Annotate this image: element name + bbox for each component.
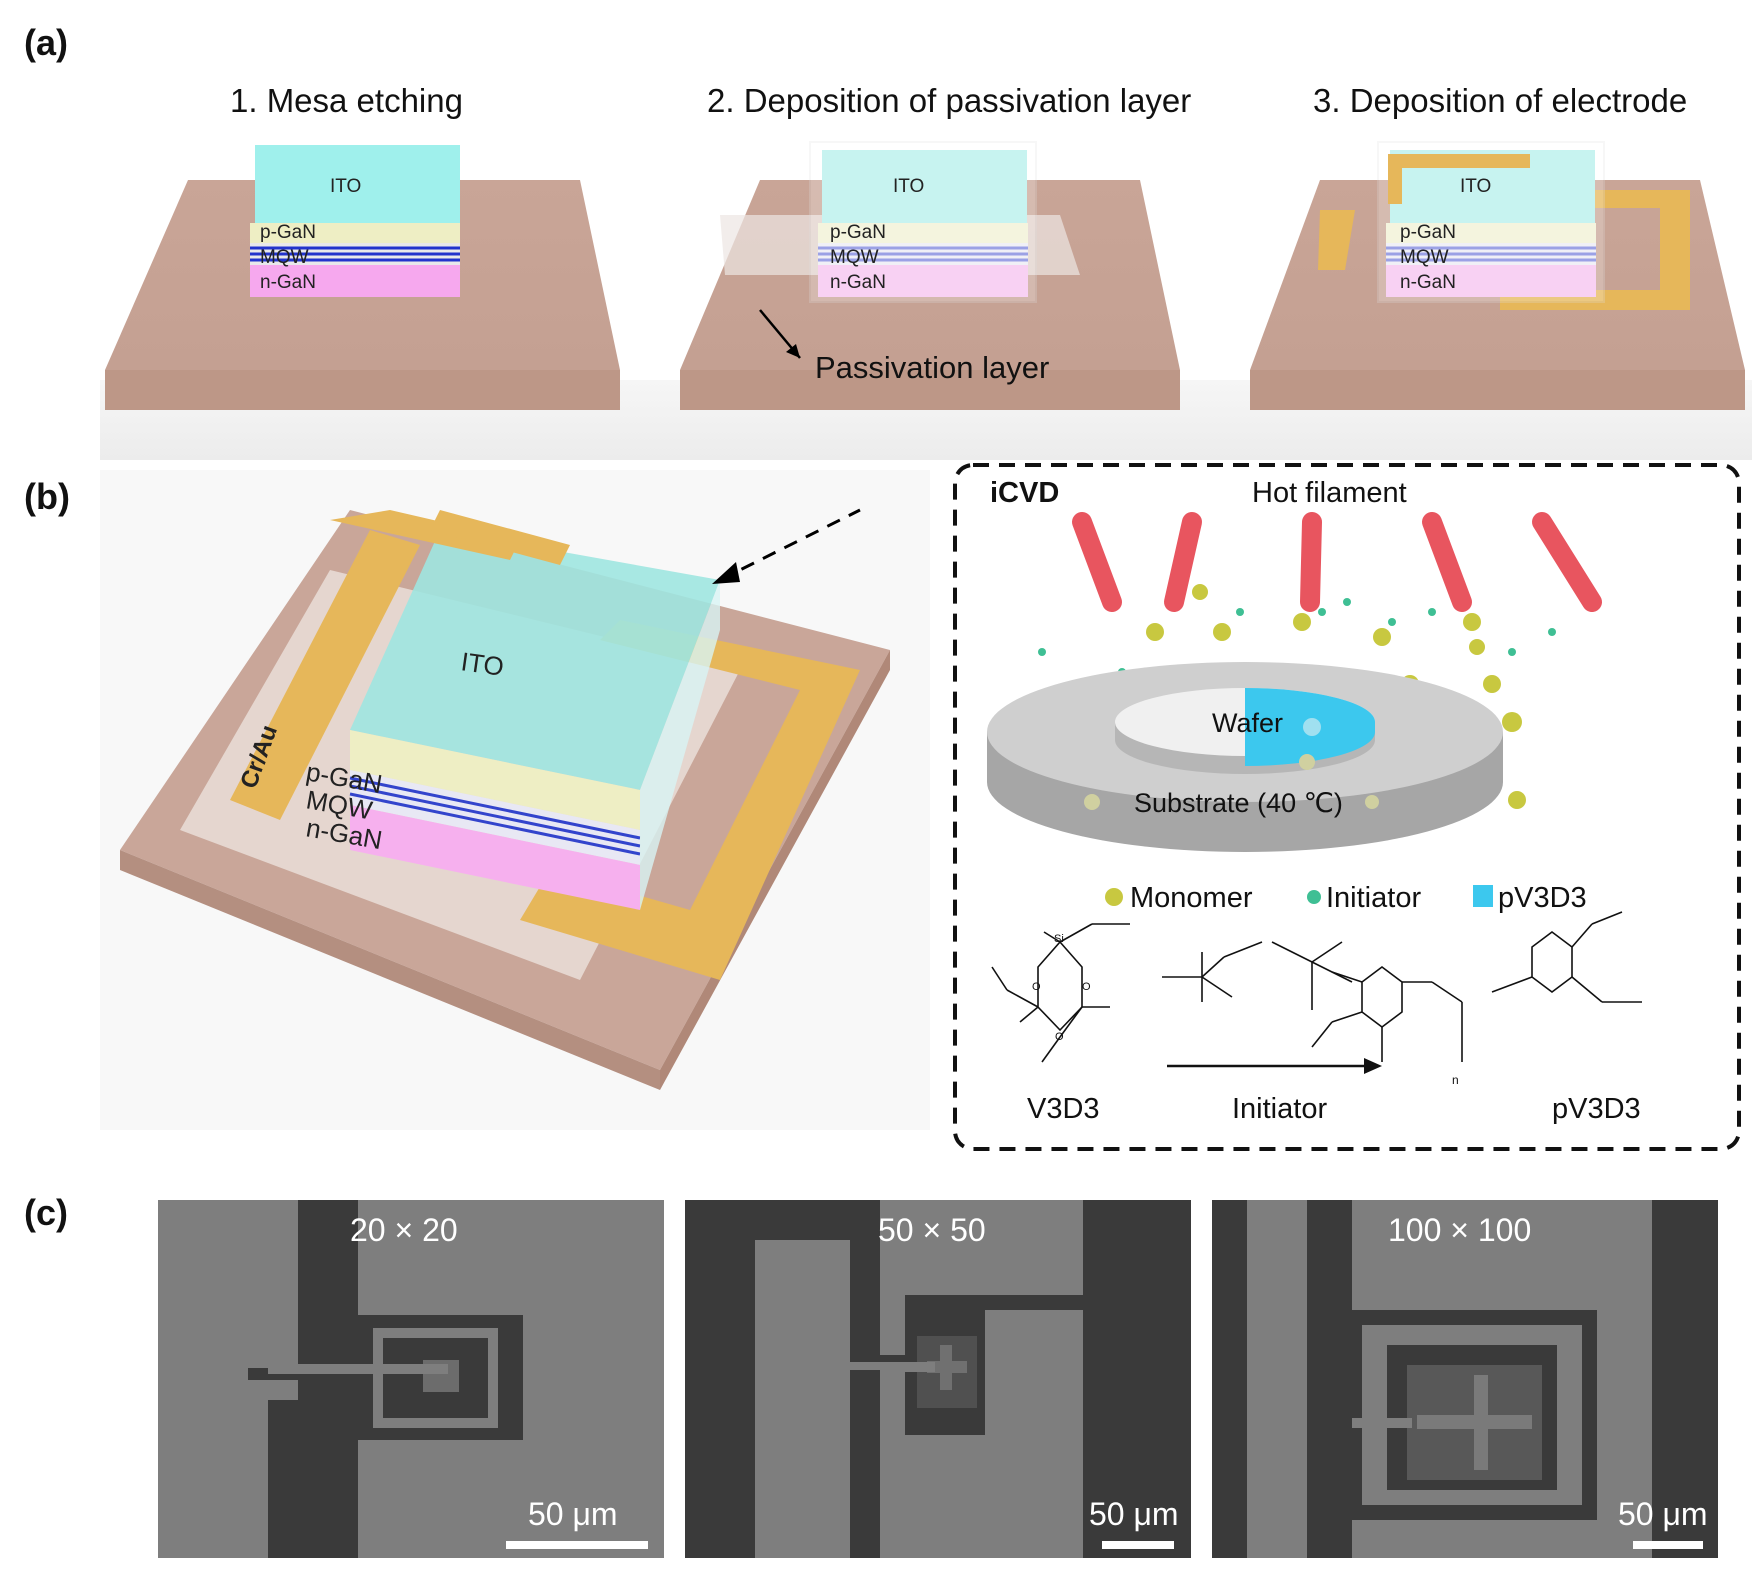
polymer-n-label: n: [1452, 1073, 1459, 1087]
sem-image-3: [1212, 1200, 1718, 1558]
chem-initiator-structure: [1162, 941, 1353, 1010]
panel-label-c: (c): [24, 1192, 68, 1233]
device-2: ITO p-GaN MQW n-GaN: [680, 141, 1180, 410]
substrate-disk: [987, 662, 1503, 852]
chem-v3d3-label: V3D3: [1027, 1093, 1100, 1125]
icvd-title: iCVD: [990, 477, 1059, 509]
filaments: [1072, 512, 1602, 612]
o-label-3: O: [1055, 1031, 1064, 1043]
device-1: ITO p-GaN MQW n-GaN: [105, 145, 620, 410]
sem-3-scale-bar: [1633, 1541, 1703, 1549]
layer-mqw-1: MQW: [260, 247, 309, 268]
layer-ngan-2: n-GaN: [830, 272, 886, 293]
legend-initiator: Initiator: [1326, 882, 1421, 914]
chem-pv3d3-structure: [1311, 911, 1642, 1062]
sem-image-2: [685, 1200, 1191, 1558]
o-label-1: O: [1032, 981, 1041, 993]
layer-ito-b: ITO: [459, 646, 506, 682]
layer-pgan-2: p-GaN: [830, 222, 886, 243]
step-2-title: 2. Deposition of passivation layer: [707, 82, 1192, 119]
chem-pv3d3-label: pV3D3: [1552, 1093, 1641, 1125]
legend-initiator-swatch: [1307, 890, 1321, 904]
sem-3-title: 100 × 100: [1388, 1212, 1532, 1248]
legend-monomer: Monomer: [1130, 882, 1253, 914]
layer-mqw-3: MQW: [1400, 247, 1449, 268]
legend-polymer: pV3D3: [1498, 882, 1587, 914]
panel-b-device: ITO p-GaN MQW n-GaN Cr/Au: [100, 470, 930, 1130]
layer-mqw-2: MQW: [830, 247, 879, 268]
si-label-1: Si: [1054, 933, 1064, 945]
electrode-left: [230, 530, 420, 820]
sem-3-scale: 50 μm: [1618, 1496, 1708, 1532]
legend-polymer-swatch: [1473, 885, 1493, 907]
sem-1-scale-bar: [506, 1541, 648, 1549]
device-3: ITO p-GaN MQW n-GaN: [1250, 141, 1745, 410]
sem-2-title: 50 × 50: [878, 1212, 986, 1248]
sem-1-title: 20 × 20: [350, 1212, 458, 1248]
layer-ngan-3: n-GaN: [1400, 272, 1456, 293]
sem-2-scale: 50 μm: [1089, 1496, 1179, 1532]
reaction-arrow: [1364, 1058, 1382, 1074]
wafer-label: Wafer: [1212, 708, 1283, 738]
layer-pgan-3: p-GaN: [1400, 222, 1456, 243]
hot-filament-label: Hot filament: [1252, 477, 1407, 509]
o-label-2: O: [1082, 981, 1091, 993]
legend: Monomer Initiator pV3D3: [1105, 882, 1587, 914]
panel-label-a: (a): [24, 22, 68, 63]
chem-v3d3-structure: [991, 923, 1130, 1063]
sem-2-scale-bar: [1102, 1541, 1174, 1549]
layer-ito-1: ITO: [330, 176, 361, 197]
panel-label-b: (b): [24, 476, 70, 517]
legend-monomer-swatch: [1105, 888, 1123, 906]
layer-ito-2: ITO: [893, 176, 924, 197]
step-1-title: 1. Mesa etching: [230, 82, 463, 119]
substrate-label: Substrate (40 ℃): [1134, 788, 1343, 818]
layer-pgan-1: p-GaN: [260, 222, 316, 243]
panel-a-illustrations: ITO p-GaN MQW n-GaN ITO p-GaN MQW n-GaN: [100, 141, 1752, 460]
sem-1-scale: 50 μm: [528, 1496, 618, 1532]
passivation-label: Passivation layer: [815, 350, 1050, 385]
chem-initiator-label: Initiator: [1232, 1093, 1327, 1125]
layer-ito-3: ITO: [1460, 176, 1491, 197]
step-3-title: 3. Deposition of electrode: [1313, 82, 1688, 119]
icvd-box: iCVD Hot filament: [953, 463, 1741, 1151]
layer-ngan-1: n-GaN: [260, 272, 316, 293]
sem-image-1: [158, 1200, 664, 1558]
